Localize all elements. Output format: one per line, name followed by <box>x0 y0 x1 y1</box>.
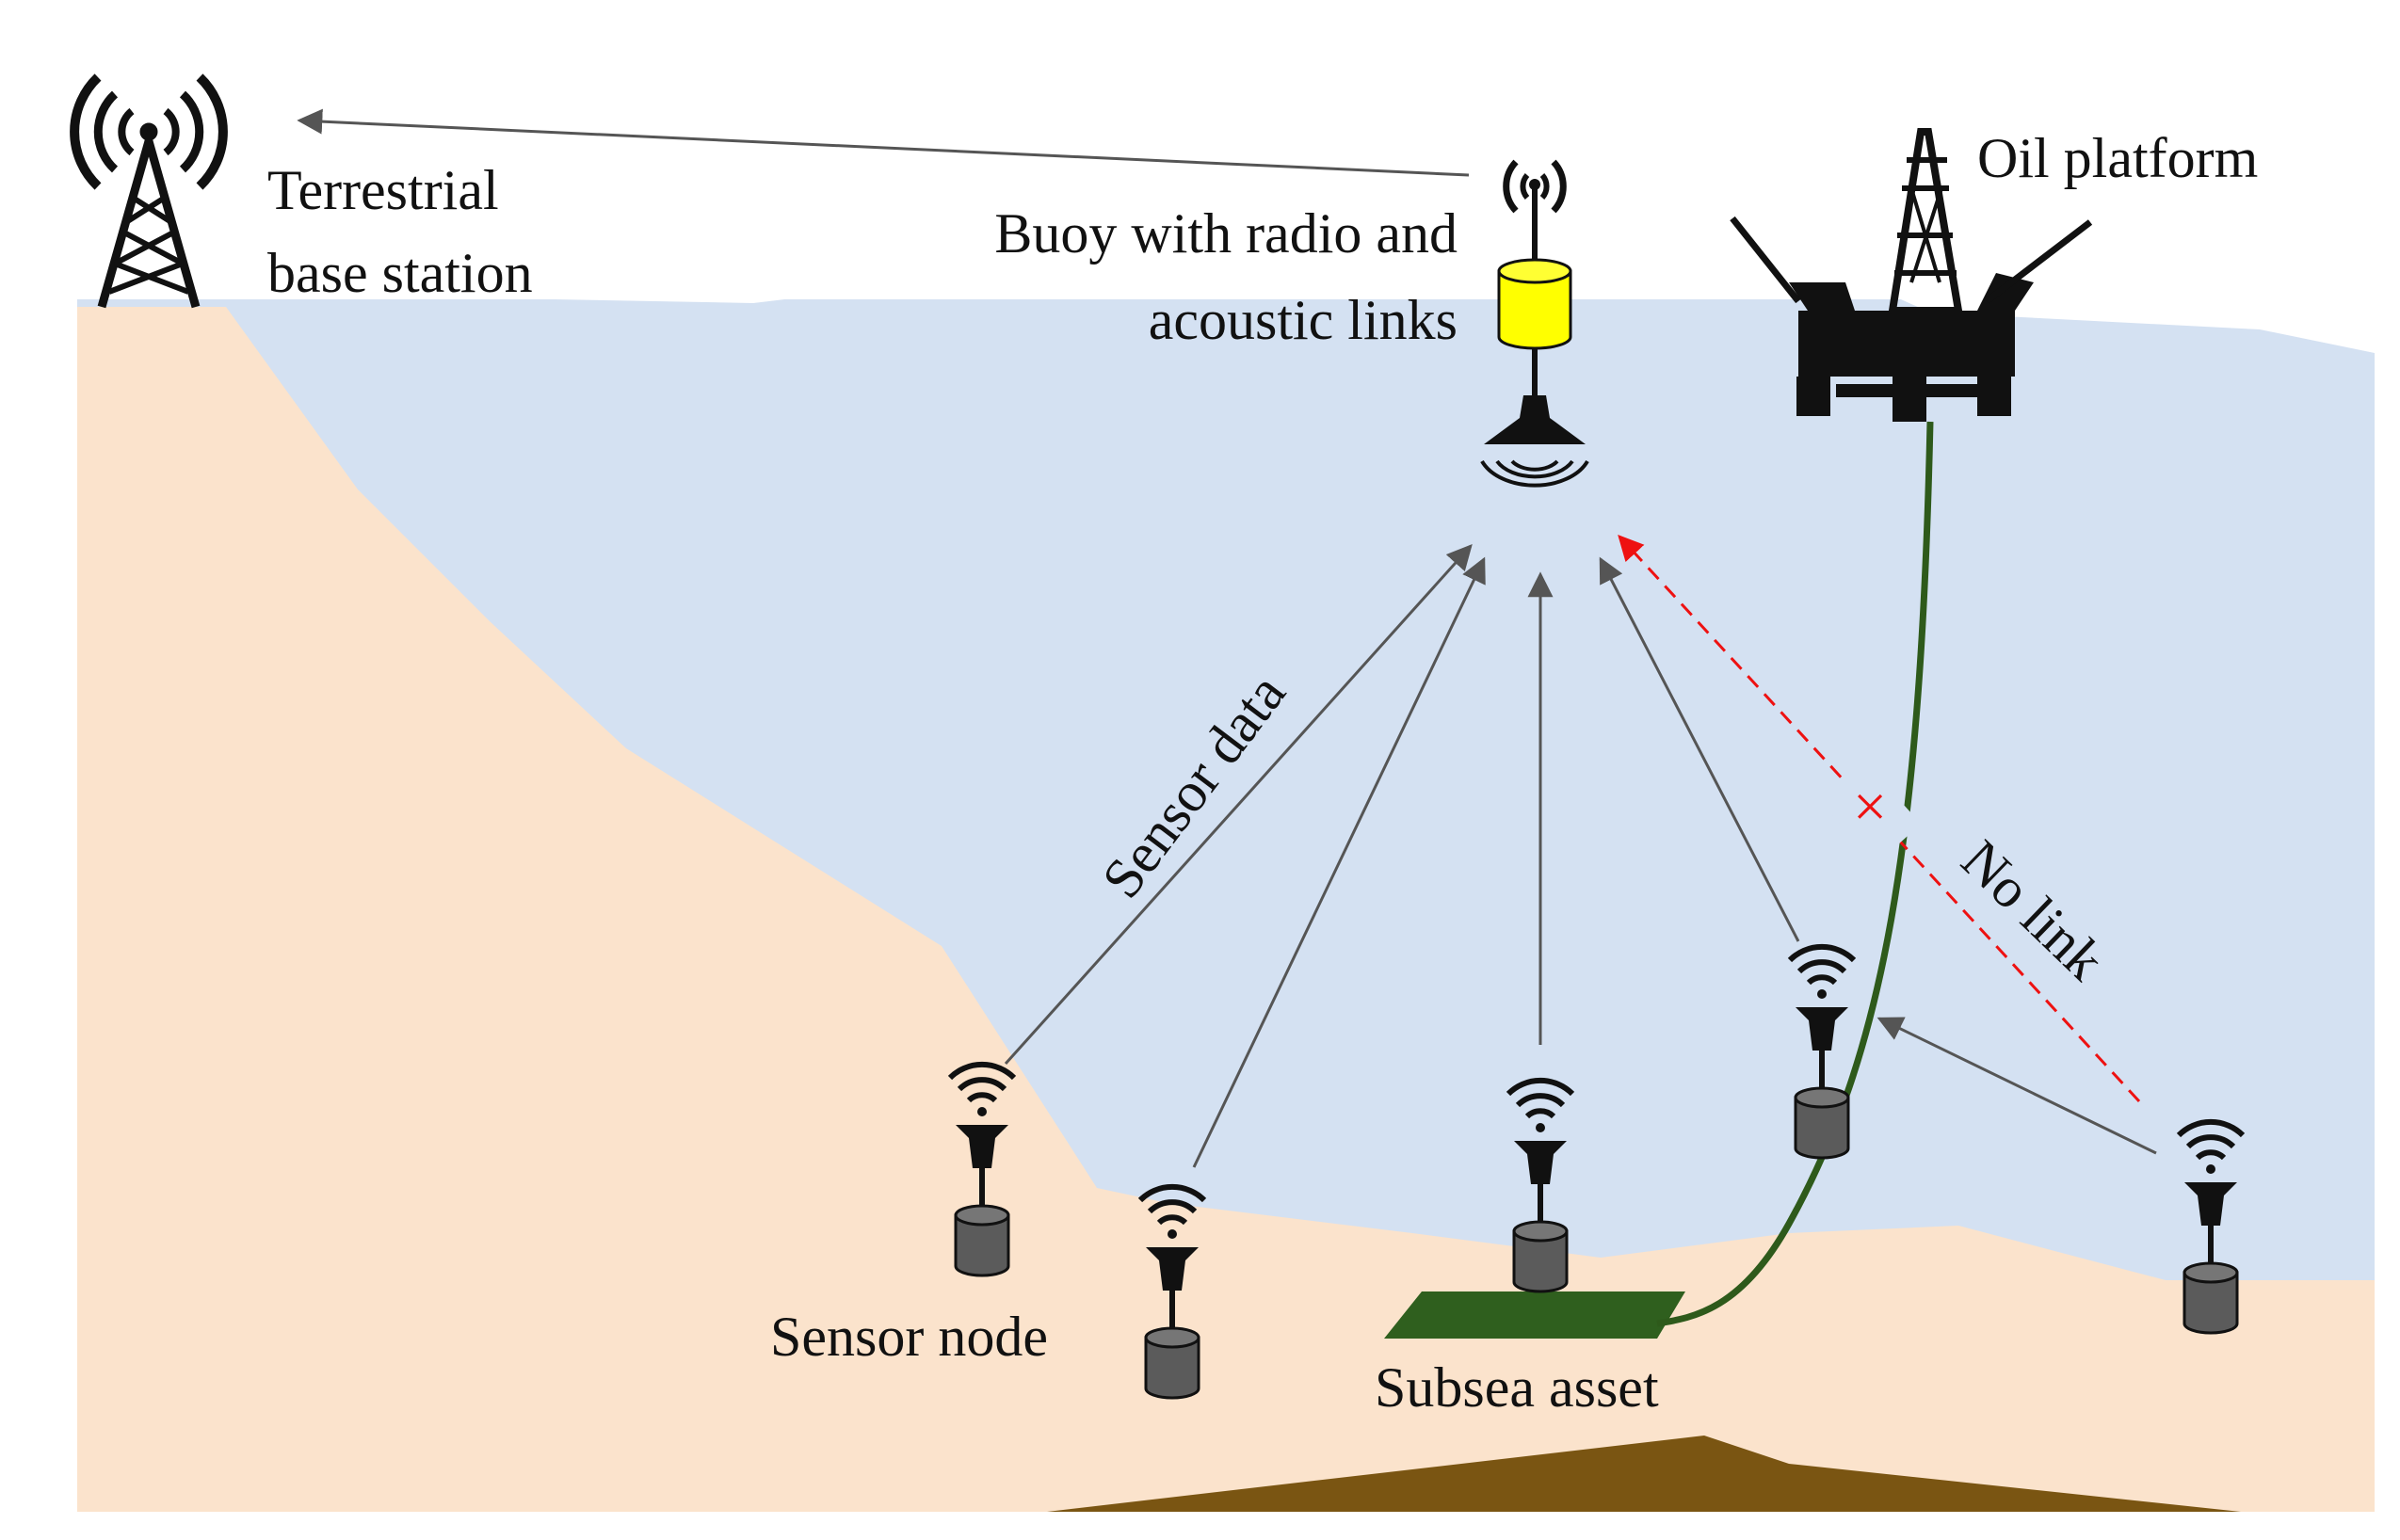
sediment-layer <box>1047 1436 2241 1512</box>
radio-tower-icon <box>70 73 228 309</box>
buoy-label-line2: acoustic links <box>1149 289 1458 351</box>
sensor-data-arrow-1 <box>1004 543 1473 1066</box>
sea-surface-white-margin <box>77 273 2375 353</box>
oil-platform-icon <box>1730 128 2093 422</box>
radio-link-arrow <box>297 108 1470 177</box>
sensor-data-arrow-5 <box>1877 1017 2157 1155</box>
sensor-node-label: Sensor node <box>770 1306 1048 1368</box>
sensor-data-arrow-2 <box>1192 556 1486 1168</box>
seabed-terrain <box>77 307 2375 1512</box>
buoy-icon <box>1480 159 1589 488</box>
sensor-data-arrow-4 <box>1599 556 1800 942</box>
oil-platform-label: Oil platform <box>1977 127 2258 189</box>
base-station-label-line1: Terrestrial <box>267 159 499 221</box>
no-link-arrow <box>1618 535 2141 1103</box>
base-station-label-line2: base station <box>267 242 533 304</box>
buoy-label-line1: Buoy with radio and <box>994 202 1458 265</box>
subsea-asset-label: Subsea asset <box>1375 1356 1659 1419</box>
subsea-asset-pad <box>1384 1291 1685 1339</box>
no-link-cross-mark: × <box>1853 773 1887 840</box>
no-link-gap <box>1820 762 1922 865</box>
